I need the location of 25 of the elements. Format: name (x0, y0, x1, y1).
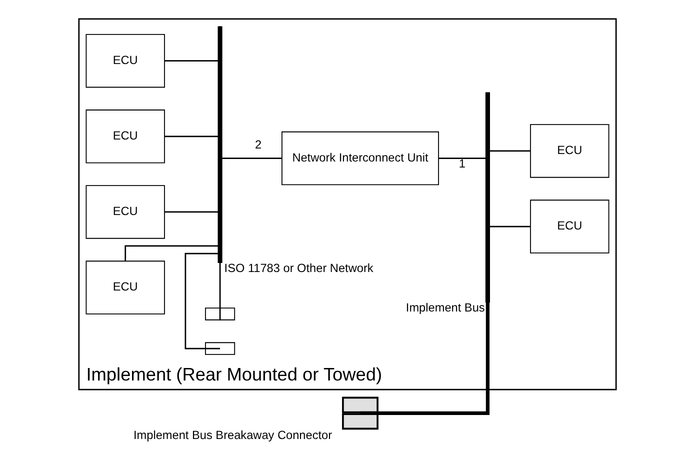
connector (218, 26, 220, 320)
connector (164, 211, 218, 213)
node-box: ECU (530, 200, 609, 254)
connector (164, 136, 218, 138)
node-box: ECU (85, 34, 164, 88)
connector (222, 158, 282, 159)
node-label: Implement Bus (405, 300, 484, 315)
node-label: Implement Bus Breakaway Connector (133, 428, 332, 442)
connector (489, 226, 530, 228)
node-box: ECU (85, 185, 164, 239)
connector (164, 60, 218, 62)
node-label: ISO 11783 or Other Network (224, 260, 373, 275)
node-box (204, 308, 235, 320)
node-box: ECU (530, 124, 609, 178)
node-box: ECU (85, 260, 164, 314)
edge-label: 2 (254, 138, 262, 152)
node-box (204, 342, 235, 355)
connector (438, 158, 486, 159)
connector (489, 150, 530, 152)
connector (124, 245, 218, 261)
edge-label: 1 (458, 156, 466, 171)
connector (184, 252, 220, 350)
node-box: Network Interconnect Unit (281, 131, 438, 186)
node-box: ECU (85, 110, 164, 164)
node-bar (217, 26, 222, 263)
